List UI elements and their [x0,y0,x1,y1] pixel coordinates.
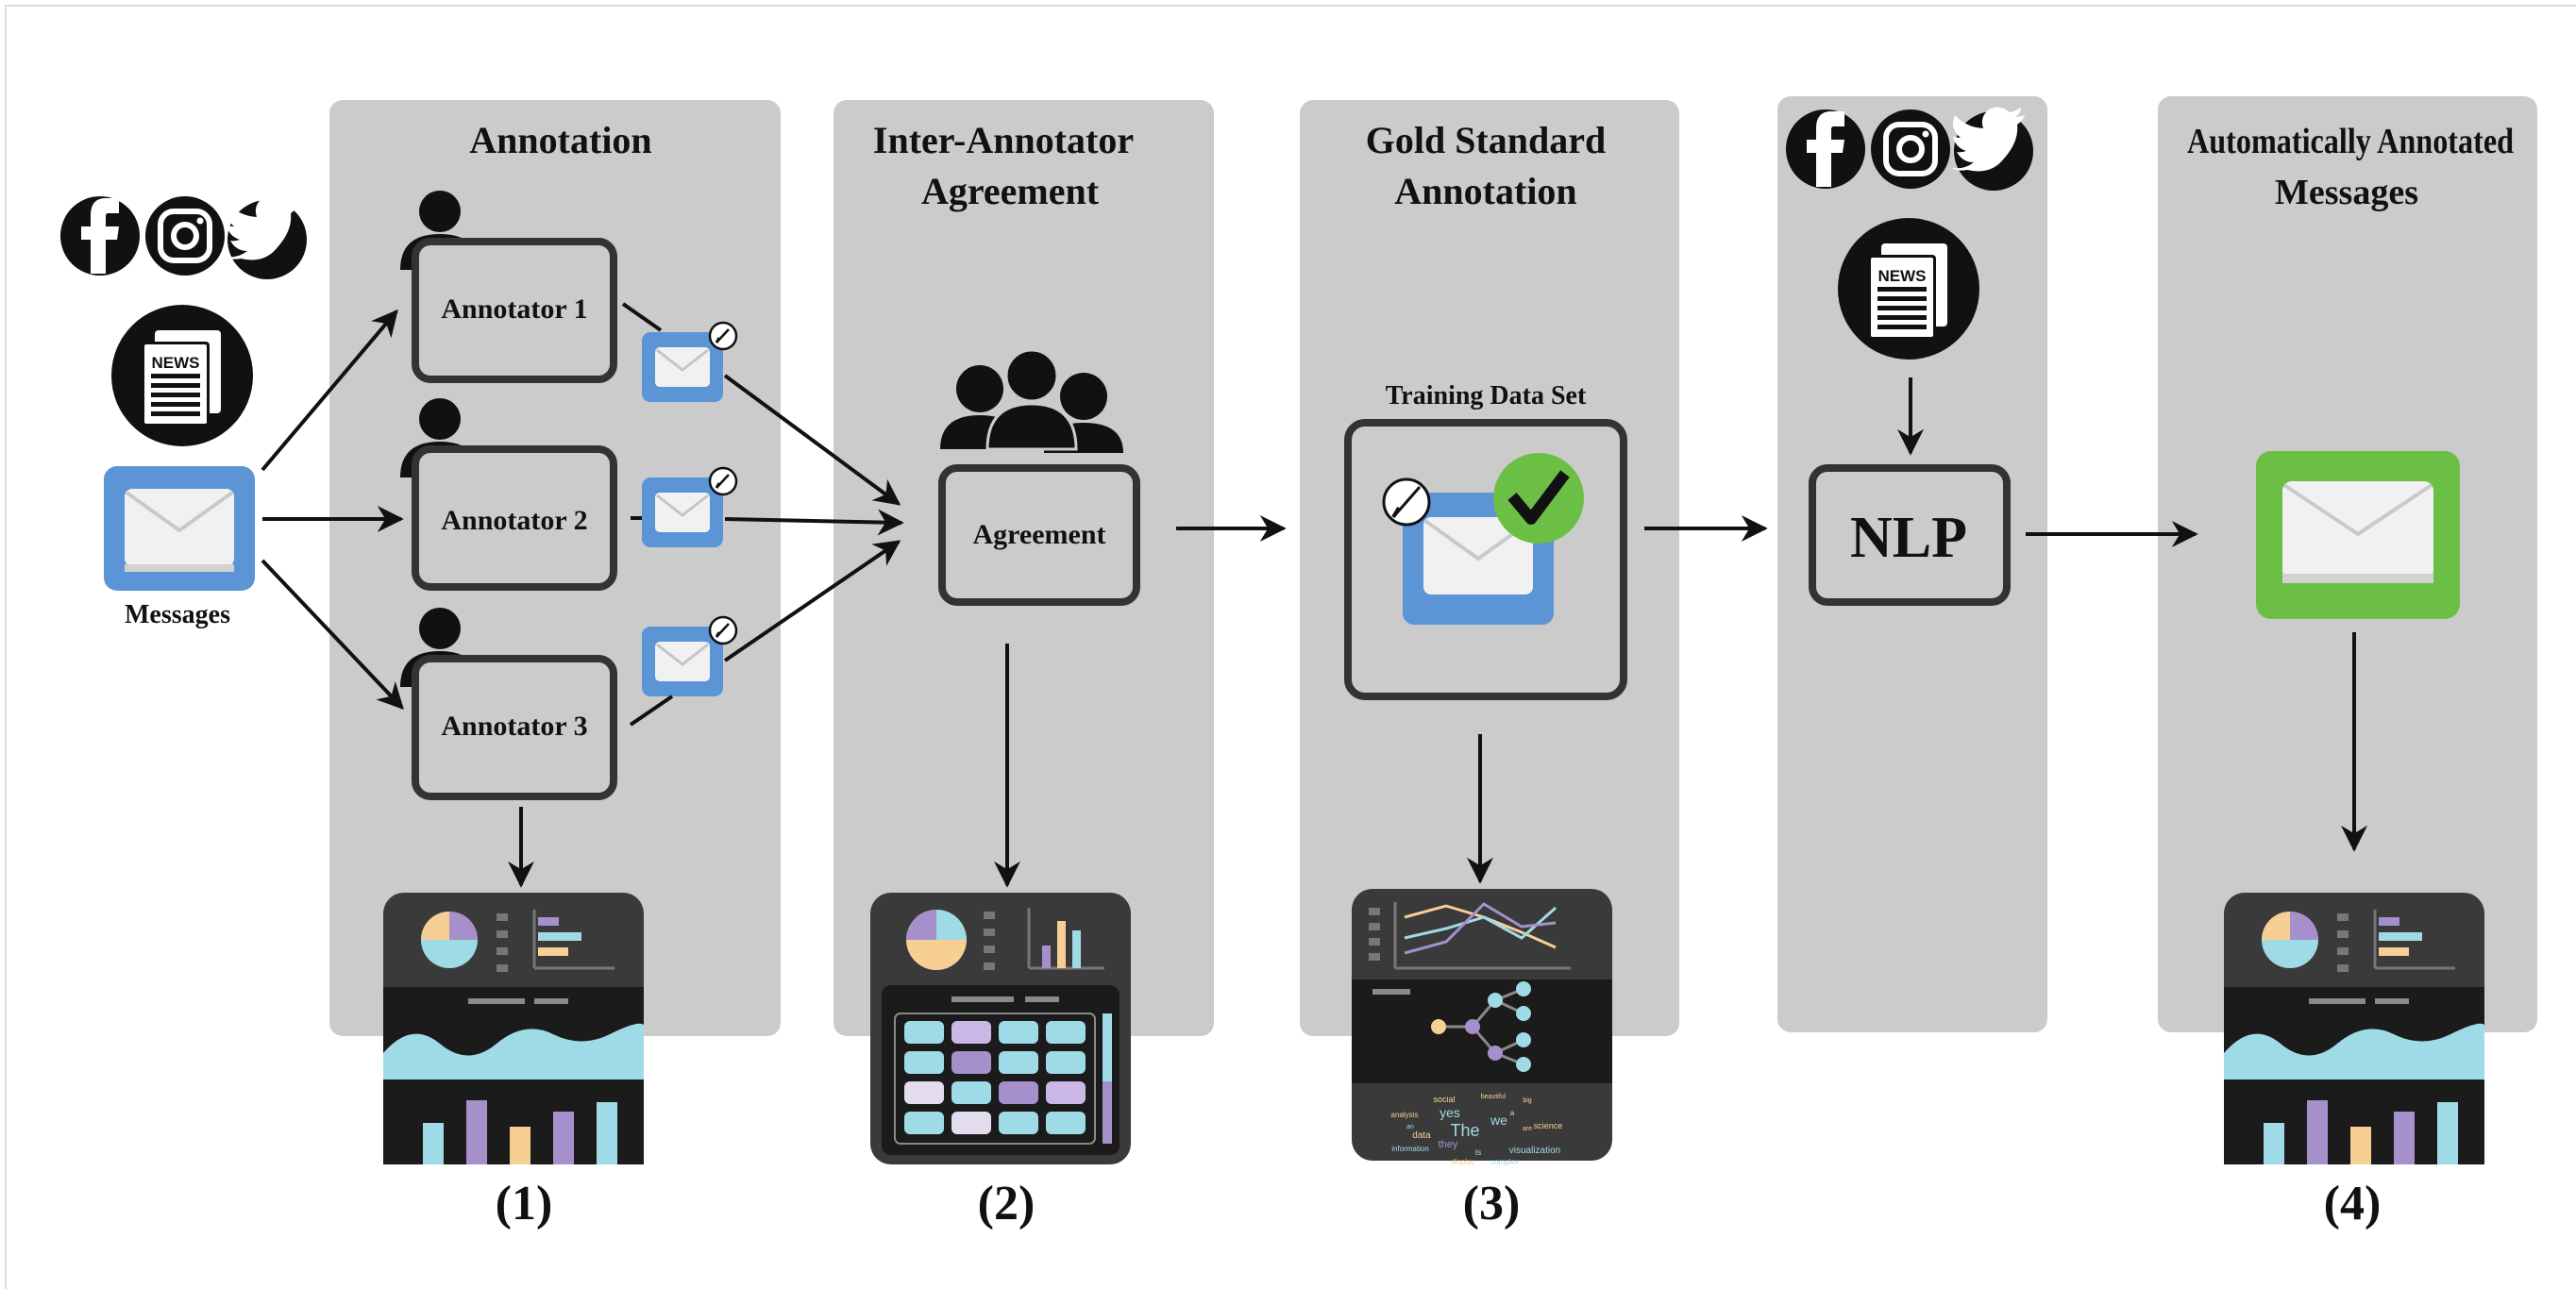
pencil-icon [1382,477,1431,527]
heatmap-cell [999,1112,1038,1134]
mail-icon [2256,451,2460,619]
wordcloud-word: information [1391,1145,1429,1153]
wordcloud-word: an [1406,1124,1414,1130]
gold-title-line1: Gold Standard [1366,119,1607,161]
heatmap-cell [999,1081,1038,1104]
annotator-2-label: Annotator 2 [441,505,587,536]
training-label: Training Data Set [1386,381,1587,410]
wordcloud-word: yes [1440,1105,1460,1120]
pencil-icon [640,321,738,404]
wordcloud-word: visualization [1509,1146,1560,1156]
heatmap-cell [951,1112,991,1134]
wordcloud-word: analysis [1391,1111,1419,1119]
twitter-icon [225,195,307,279]
nlp-label: NLP [1850,506,1967,570]
facebook-icon [1786,109,1865,189]
wordcloud-word: complex [1490,1158,1519,1166]
instagram-icon [1871,109,1950,189]
heatmap-cell [1046,1021,1086,1044]
step-label-3: (3) [1463,1177,1521,1230]
arrow-msg-a1 [261,309,398,472]
wordcloud-word: a [1510,1109,1515,1117]
arrow-env3-agreement [723,540,901,662]
figure-border [5,5,2576,1289]
gold-title-line2: Annotation [1394,170,1576,212]
heatmap-cell [904,1051,944,1074]
auto-title-line1: Automatically Annotated [2187,122,2514,161]
step-label-4: (4) [2324,1177,2382,1230]
annotator-1-label: Annotator 1 [441,293,587,325]
heatmap-cell [1046,1051,1086,1074]
arrow-msg-a3 [261,559,404,711]
arrow-env1-agreement [723,374,901,506]
wordcloud-word: are [1523,1126,1532,1132]
agreement-box [938,464,1140,606]
agreement-label: Agreement [972,519,1105,550]
heatmap-cell [1046,1081,1086,1104]
heatmap-cell [1046,1112,1086,1134]
wordcloud-word: The [1450,1121,1479,1140]
arrow-env2-agreement [724,509,904,536]
heatmap-cell [904,1112,944,1134]
news-label: NEWS [1878,267,1927,285]
wordcloud-word: science [1534,1121,1563,1130]
step-label-1: (1) [496,1177,553,1230]
group-icon [940,348,1123,453]
dashboard-icon [381,891,646,1166]
annotator-3-label: Annotator 3 [441,711,587,742]
heatmap-cell [951,1081,991,1104]
wordcloud-word: display [1452,1158,1475,1166]
nlp-box [1809,464,2011,606]
heatmap-cell [999,1021,1038,1044]
wordcloud-word: they [1439,1139,1458,1150]
wordcloud-word: data [1412,1130,1431,1141]
wordcloud-word: is [1475,1147,1482,1157]
twitter-icon [1951,107,2033,191]
auto-title-line2: Messages [2275,173,2418,212]
dashboard-icon [2222,891,2486,1166]
news-icon: NEWS [111,305,253,446]
iaa-title-line2: Agreement [921,170,1100,212]
mail-icon [104,466,255,591]
pencil-icon [640,466,738,549]
annotator-1-box [412,238,617,383]
instagram-icon [145,196,225,276]
news-label: NEWS [152,354,200,372]
dashboard-icon [870,893,1131,1164]
iaa-title-line1: Inter-Annotator [873,119,1134,161]
check-icon [1493,453,1584,544]
heatmap-cell [951,1021,991,1044]
annotator-2-box [412,445,617,591]
wordcloud-word: big [1523,1097,1531,1104]
heatmap-cell [904,1021,944,1044]
connector-a1 [621,302,663,332]
facebook-icon [60,196,140,276]
heatmap-cell [999,1051,1038,1074]
heatmap-cell [951,1051,991,1074]
heatmap-cell [904,1081,944,1104]
pencil-icon [640,615,738,698]
annotator-3-box [412,655,617,800]
connector-a3 [629,695,674,727]
wordcloud-word: social [1433,1095,1455,1104]
step-label-2: (2) [978,1177,1035,1230]
annotation-title: Annotation [469,119,651,161]
messages-label: Messages [125,600,230,629]
wordcloud-word: we [1490,1113,1507,1128]
wordcloud-word: beautiful [1481,1094,1507,1100]
news-icon: NEWS [1838,218,1979,360]
